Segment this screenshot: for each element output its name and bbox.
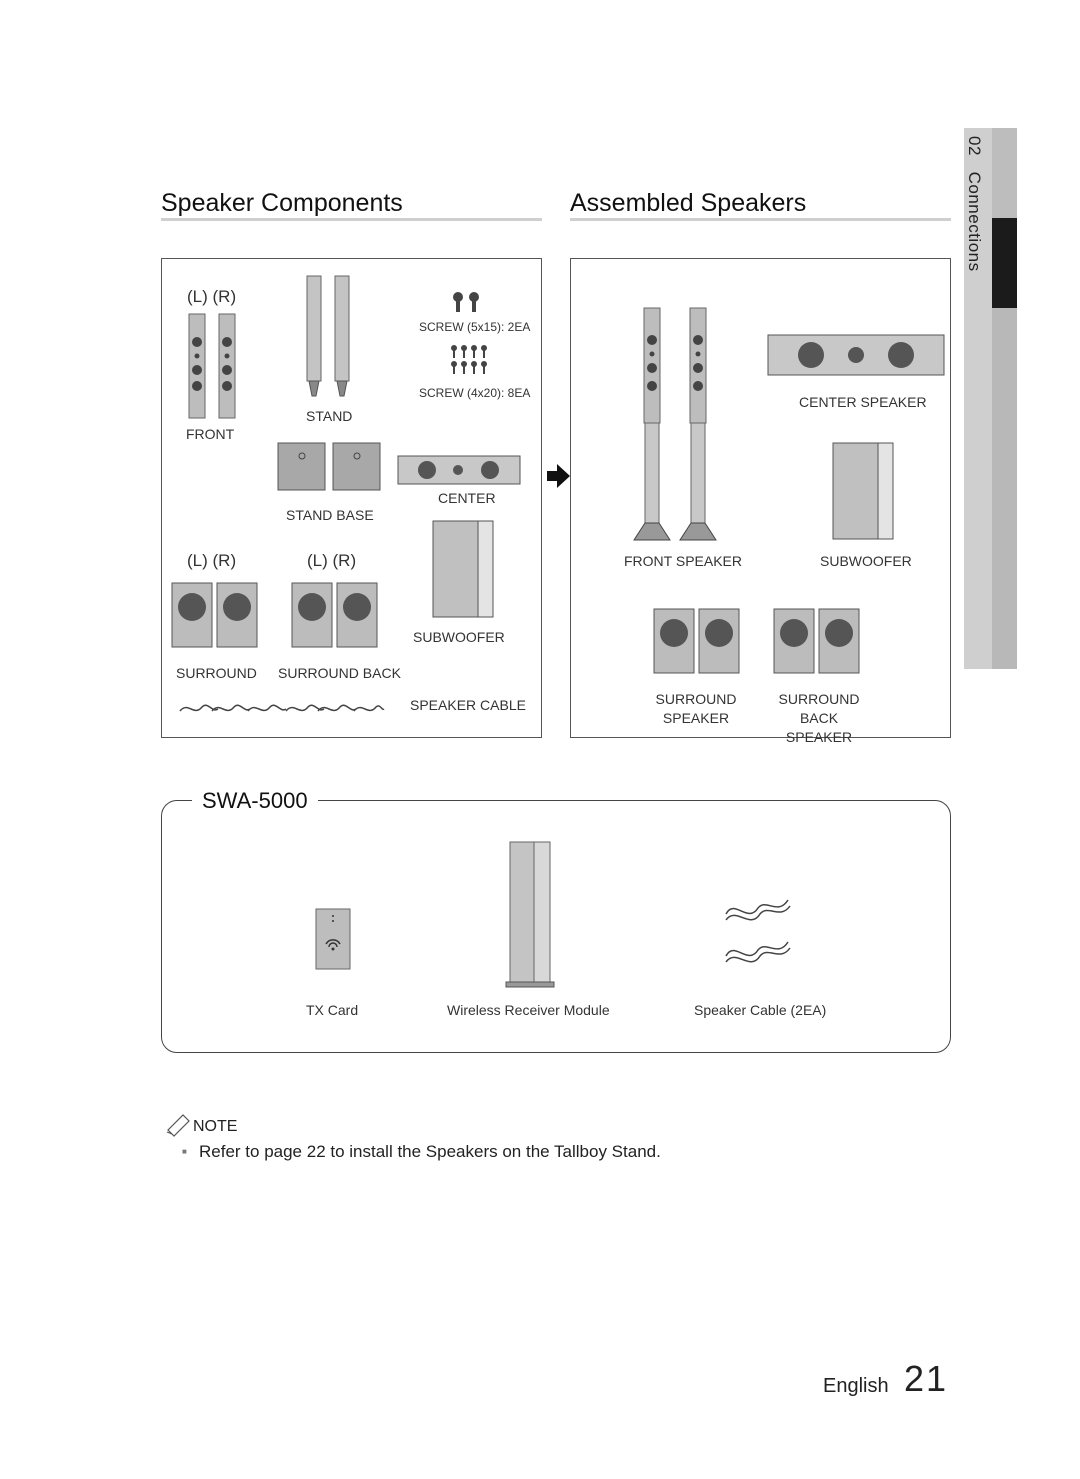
page-number: 21 [904,1358,949,1399]
center-speaker-assembled-illustration [767,334,945,376]
screw-large-icon [453,292,479,312]
side-tab-lower [992,308,1017,669]
footer-language: English [823,1375,889,1397]
assembled-rule [570,218,951,221]
surround-label: SURROUND [176,665,257,681]
surround-back-speakers-illustration [291,582,378,648]
swa-box [161,800,951,1053]
front-label: FRONT [186,426,235,442]
stand-illustration [306,275,350,397]
section-title: Connections [965,171,984,272]
wireless-receiver-illustration [505,841,555,988]
surround-speakers-assembled-illustration [653,608,740,674]
surround-speakers-illustration [171,582,258,648]
center-speaker-label: CENTER SPEAKER [799,394,927,410]
section-number: 02 [965,136,984,156]
speaker-cable-label: SPEAKER CABLE [410,697,526,713]
subwoofer-label: SUBWOOFER [413,629,505,645]
assembled-title: Assembled Speakers [570,189,807,217]
surround-back-lr-label: (L) (R) [307,551,357,570]
receiver-label: Wireless Receiver Module [447,1002,610,1018]
stand-base-label: STAND BASE [286,507,374,523]
side-tab-top [992,128,1017,218]
front-speaker-label: FRONT SPEAKER [624,553,742,569]
note-bullet: ■ [182,1147,187,1156]
screw-4x20-label: SCREW (4x20): 8EA [419,386,531,400]
side-tab [964,128,1017,669]
components-title: Speaker Components [161,189,403,217]
stand-label: STAND [306,408,353,424]
screw-small-icon [451,345,487,374]
front-speaker-assembled-illustration [633,307,717,541]
subwoofer-assembled-illustration [832,442,894,540]
stand-base-illustration [277,442,381,491]
speaker-cable-coil-icon [725,899,791,963]
speaker-cables-icon [179,704,385,712]
side-tab-marker [992,218,1017,308]
tx-card-illustration [315,908,351,970]
components-rule [161,218,542,221]
note-pencil-icon [166,1114,190,1137]
surround-back-label: SURROUND BACK [278,665,401,681]
subwoofer-illustration [432,520,494,618]
side-tab-text: 02 Connections [964,136,992,336]
front-lr-label: (L) (R) [187,287,237,306]
speaker-cable-2ea-label: Speaker Cable (2EA) [694,1002,827,1018]
screw-5x15-label: SCREW (5x15): 2EA [419,320,531,334]
tx-card-label: TX Card [306,1002,359,1018]
note-text: Refer to page 22 to install the Speakers… [199,1142,661,1161]
arrow-right-icon [547,464,570,488]
center-speaker-illustration [397,455,521,485]
surround-back-speakers-assembled-illustration [773,608,860,674]
note-label: NOTE [193,1118,238,1135]
subwoofer-assembled-label: SUBWOOFER [820,553,912,569]
front-speakers-illustration [188,313,236,419]
center-label: CENTER [438,490,496,506]
swa-title: SWA-5000 [192,788,318,814]
surround-lr-label: (L) (R) [187,551,237,570]
